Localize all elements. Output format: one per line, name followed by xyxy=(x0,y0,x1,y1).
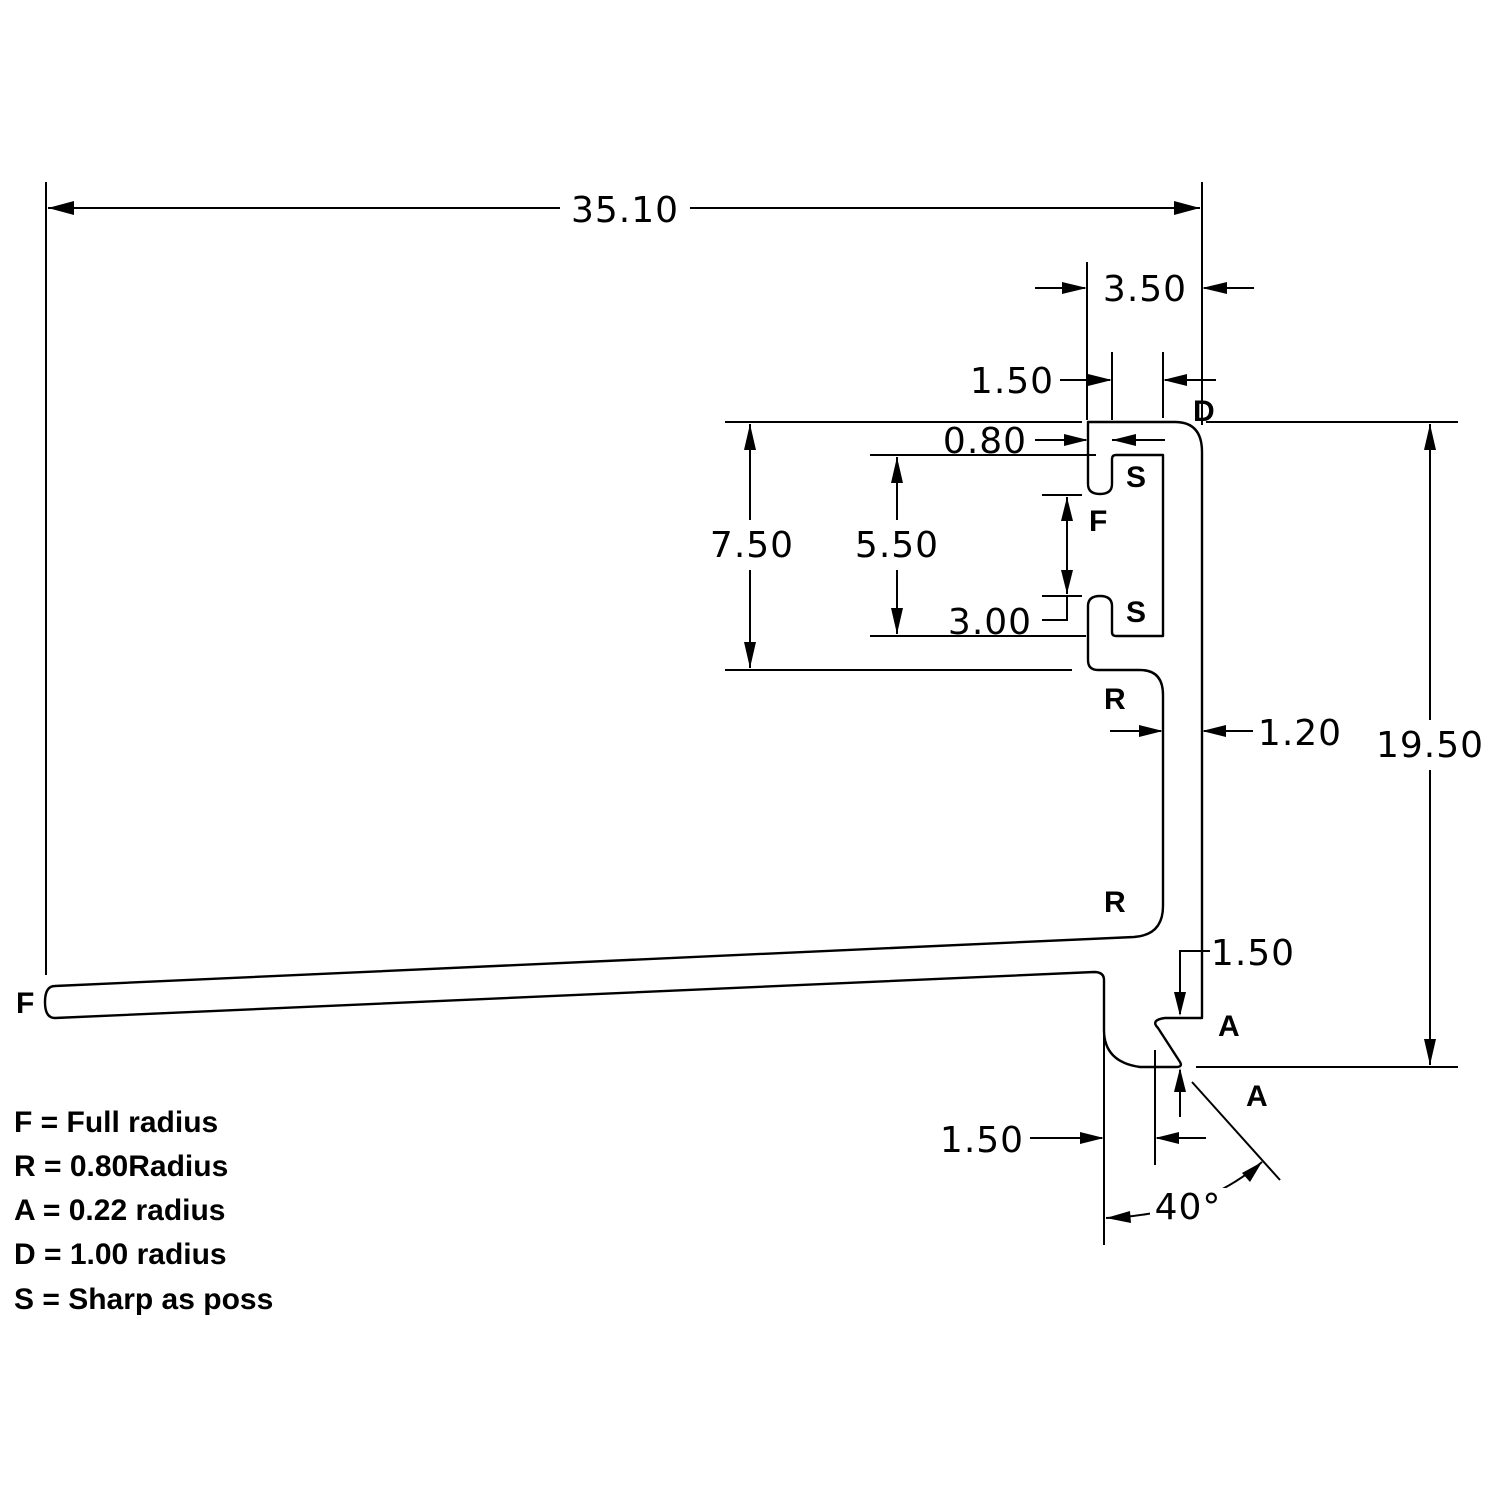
dim-1-50-top: 1.50 xyxy=(970,361,1054,402)
dimension-total-height: 19.50 xyxy=(1196,421,1484,1068)
label-f-tip: F xyxy=(16,987,34,1020)
dim-3-00: 3.00 xyxy=(948,602,1032,643)
dim-1-50-foot-height: 1.50 xyxy=(1211,933,1295,974)
dimension-overall-width: 35.10 xyxy=(45,182,1203,975)
dimension-top-width: 3.50 xyxy=(1035,262,1254,420)
label-s-top: S xyxy=(1126,461,1146,494)
dim-1-50-foot-width: 1.50 xyxy=(940,1120,1024,1161)
label-s-bottom: S xyxy=(1126,596,1146,629)
label-d: D xyxy=(1193,395,1215,428)
dimension-foot-height: 1.50 xyxy=(1174,933,1295,1117)
legend-item-s: S = Sharp as poss xyxy=(14,1283,273,1316)
dim-1-20: 1.20 xyxy=(1258,713,1342,754)
dimension-slot: 3.00 xyxy=(948,494,1082,643)
dimension-angle: 40° xyxy=(1105,1081,1281,1228)
dimension-outer-height: 7.50 xyxy=(710,421,1082,671)
legend: F = Full radius R = 0.80Radius A = 0.22 … xyxy=(14,1106,273,1316)
legend-item-a: A = 0.22 radius xyxy=(14,1194,226,1227)
legend-item-r: R = 0.80Radius xyxy=(14,1150,228,1183)
legend-item-f: F = Full radius xyxy=(14,1106,218,1139)
dim-19-50: 19.50 xyxy=(1376,725,1484,766)
dim-3-50: 3.50 xyxy=(1103,269,1187,310)
label-a-lower: A xyxy=(1246,1080,1268,1113)
legend-item-d: D = 1.00 radius xyxy=(14,1238,227,1271)
dimension-gap-width: 1.50 xyxy=(970,352,1216,420)
label-f-slot: F xyxy=(1089,505,1107,538)
extrusion-profile xyxy=(43,420,1204,1069)
label-r-bottom: R xyxy=(1104,886,1126,919)
label-r-top: R xyxy=(1104,683,1126,716)
dimension-wall: 1.20 xyxy=(1110,713,1342,754)
dimension-lip: 0.80 xyxy=(943,421,1165,462)
dim-5-50: 5.50 xyxy=(855,525,939,566)
dim-7-50: 7.50 xyxy=(710,525,794,566)
dimension-foot-width: 1.50 xyxy=(940,1035,1206,1245)
dim-angle-40: 40° xyxy=(1155,1187,1222,1228)
dim-35-10: 35.10 xyxy=(571,190,679,231)
label-a-upper: A xyxy=(1218,1010,1240,1043)
dimension-inner-height: 5.50 xyxy=(855,454,1096,637)
